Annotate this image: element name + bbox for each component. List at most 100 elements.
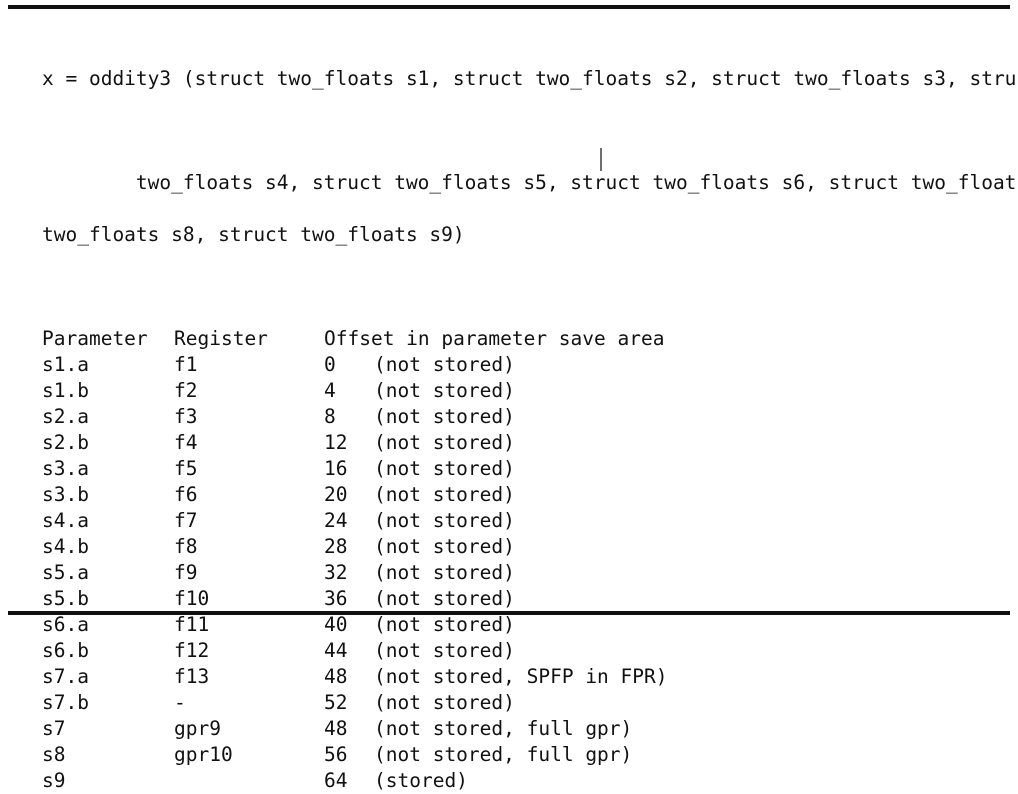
cell-parameter: s5.a [42, 561, 89, 584]
cell-note: (not stored) [374, 483, 515, 506]
cell-note: (not stored) [374, 431, 515, 454]
cell-register: gpr10 [174, 743, 233, 766]
column-header-offset: Offset in parameter save area [324, 327, 665, 350]
signature-line: x = oddity3 (struct two_floats s1, struc… [42, 67, 1018, 90]
figure-top-rule [8, 5, 1010, 9]
cell-register: f7 [174, 509, 198, 532]
cell-offset: 24 [324, 509, 348, 532]
cell-register: f5 [174, 457, 198, 480]
cell-offset: 16 [324, 457, 348, 480]
cell-note: (not stored, full gpr) [374, 743, 633, 766]
cell-parameter: s3.a [42, 457, 89, 480]
cell-note: (not stored) [374, 405, 515, 428]
cell-parameter: s2.a [42, 405, 89, 428]
cell-note: (not stored) [374, 691, 515, 714]
table-row: s1.b f2 4 (not stored) [42, 378, 668, 404]
signature-line-text: two_floats s4, struct two_floats s5, str… [135, 171, 1018, 194]
cell-register: f2 [174, 379, 198, 402]
table-row: s3.a f5 16 (not stored) [42, 456, 668, 482]
cell-parameter: s6.a [42, 613, 89, 636]
cell-parameter: s2.b [42, 431, 89, 454]
cell-offset: 20 [324, 483, 348, 506]
cell-note: (not stored, full gpr) [374, 717, 633, 740]
cell-note: (not stored) [374, 457, 515, 480]
cell-offset: 8 [324, 405, 336, 428]
table-row: s4.a f7 24 (not stored) [42, 508, 668, 534]
cell-note: (not stored) [374, 561, 515, 584]
table-row: s1.a f1 0 (not stored) [42, 352, 668, 378]
cell-offset: 0 [324, 353, 336, 376]
parameter-save-area-table: Parameter Register Offset in parameter s… [42, 326, 668, 794]
table-row: s3.b f6 20 (not stored) [42, 482, 668, 508]
cell-register: f13 [174, 665, 210, 688]
cell-parameter: s7.a [42, 665, 89, 688]
signature-table-spacer [42, 300, 1010, 326]
cell-parameter: s7.b [42, 691, 89, 714]
cell-register: f3 [174, 405, 198, 428]
cell-register: - [174, 691, 186, 714]
cell-parameter: s8 [42, 743, 66, 766]
figure-content: x = oddity3 (struct two_floats s1, struc… [42, 14, 1018, 794]
table-header-row: Parameter Register Offset in parameter s… [42, 326, 668, 352]
table-row: s9 64 (stored) [42, 768, 668, 794]
cell-register: f8 [174, 535, 198, 558]
cell-register: f10 [174, 587, 210, 610]
table-row: s5.a f9 32 (not stored) [42, 560, 668, 586]
cell-note: (not stored) [374, 613, 515, 636]
cell-offset: 48 [324, 665, 348, 688]
function-signature: x = oddity3 (struct two_floats s1, struc… [42, 14, 1018, 300]
cell-offset: 4 [324, 379, 336, 402]
cell-offset: 48 [324, 717, 348, 740]
column-header-parameter: Parameter [42, 327, 148, 350]
signature-line: two_floats s8, struct two_floats s9) [42, 223, 465, 246]
cell-offset: 36 [324, 587, 348, 610]
cell-note: (not stored) [374, 379, 515, 402]
cell-register: f6 [174, 483, 198, 506]
cell-parameter: s4.a [42, 509, 89, 532]
cell-parameter: s9 [42, 769, 66, 792]
cell-register: f12 [174, 639, 210, 662]
cell-register [174, 768, 324, 794]
cell-offset: 12 [324, 431, 348, 454]
cell-parameter: s5.b [42, 587, 89, 610]
table-row: s2.b f4 12 (not stored) [42, 430, 668, 456]
cell-offset: 64 [324, 769, 348, 792]
cell-note: (stored) [374, 769, 468, 792]
cell-offset: 52 [324, 691, 348, 714]
cell-parameter: s6.b [42, 639, 89, 662]
cell-note: (not stored) [374, 535, 515, 558]
table-row: s5.b f10 36 (not stored) [42, 586, 668, 612]
cell-offset: 44 [324, 639, 348, 662]
cell-register: f1 [174, 353, 198, 376]
table-row: s7 gpr9 48 (not stored, full gpr) [42, 716, 668, 742]
cell-parameter: s3.b [42, 483, 89, 506]
figure-bottom-rule [8, 611, 1010, 615]
cell-note: (not stored) [374, 639, 515, 662]
cell-note: (not stored) [374, 509, 515, 532]
cell-offset: 32 [324, 561, 348, 584]
cell-register: f4 [174, 431, 198, 454]
text-caret [600, 148, 602, 171]
cell-offset: 28 [324, 535, 348, 558]
cell-note: (not stored, SPFP in FPR) [374, 665, 668, 688]
table-row: s7.b - 52 (not stored) [42, 690, 668, 716]
cell-note: (not stored) [374, 587, 515, 610]
cell-register: f9 [174, 561, 198, 584]
table-row: s7.a f13 48 (not stored, SPFP in FPR) [42, 664, 668, 690]
table-row: s6.b f12 44 (not stored) [42, 638, 668, 664]
code-listing-figure: x = oddity3 (struct two_floats s1, struc… [8, 5, 1018, 792]
table-header: Parameter Register Offset in parameter s… [42, 326, 668, 352]
signature-line: two_floats s4, struct two_floats s5, str… [42, 144, 1018, 194]
cell-parameter: s1.a [42, 353, 89, 376]
cell-register: f11 [174, 613, 210, 636]
cell-register: gpr9 [174, 717, 221, 740]
table-row: s8 gpr10 56 (not stored, full gpr) [42, 742, 668, 768]
cell-parameter: s7 [42, 717, 66, 740]
cell-parameter: s1.b [42, 379, 89, 402]
cell-offset: 56 [324, 743, 348, 766]
cell-note: (not stored) [374, 353, 515, 376]
column-header-register: Register [174, 327, 268, 350]
